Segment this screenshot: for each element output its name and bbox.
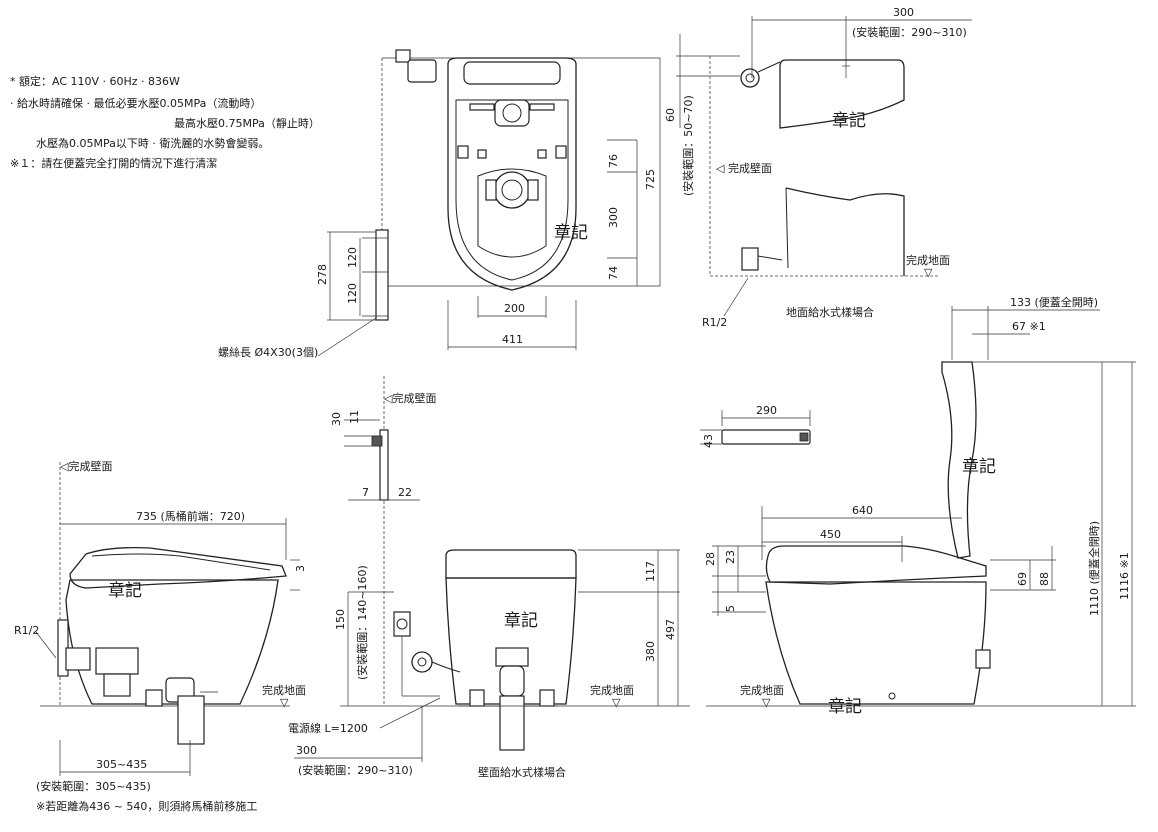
rs-dim-1116: 1116 ※1 xyxy=(1118,552,1131,600)
side-finished-wall: ◁完成壁面 xyxy=(60,459,112,473)
fs-install-range: (安裝範圍：290~310) xyxy=(852,25,967,39)
power-cord-label: 電源線 L=1200 xyxy=(288,721,368,735)
rs-dim-450: 450 xyxy=(820,528,841,541)
svg-text:▽: ▽ xyxy=(612,696,621,709)
remote-dim-22: 22 xyxy=(398,486,412,499)
front-dim-150: 150 xyxy=(334,609,347,630)
fs-finished-wall: ◁ 完成壁面 xyxy=(716,161,772,175)
screw-length-label: 螺絲長 Ø4X30(3個) xyxy=(218,345,318,359)
svg-text:▽: ▽ xyxy=(762,696,771,709)
side-view: ◁完成壁面 735 (馬桶前端：720) 3 章記 R1/2 完成地面 ▽ 30… xyxy=(14,459,307,813)
rs-dim-23: 23 xyxy=(724,550,737,564)
front-dim-380: 380 xyxy=(644,641,657,662)
dim-725: 725 xyxy=(644,169,657,190)
rs-dim-1110: 1110 (便蓋全開時) xyxy=(1087,521,1101,616)
svg-text:▽: ▽ xyxy=(280,696,289,709)
side-brand: 章記 xyxy=(108,581,142,601)
front-dim-117: 117 xyxy=(644,561,657,582)
dim-200: 200 xyxy=(504,302,525,315)
rs-dim-69: 69 xyxy=(1016,572,1029,586)
cleaning-note: ※１：請在便蓋完全打開的情況下進行清潔 xyxy=(10,157,218,170)
rs-dim-640: 640 xyxy=(852,504,873,517)
dim-120-upper: 120 xyxy=(346,247,359,268)
rs-dim-67: 67 ※1 xyxy=(1012,320,1046,333)
front-install-range-bottom: (安裝範圍：290~310) xyxy=(298,763,413,777)
fs-brand: 章記 xyxy=(832,111,866,131)
dim-76: 76 xyxy=(607,154,620,168)
dim-120-lower: 120 xyxy=(346,283,359,304)
side-dim-305-435: 305~435 xyxy=(96,758,147,771)
side-install-range: (安裝範圍：305~435) xyxy=(36,779,151,793)
front-finished-floor: 完成地面 xyxy=(590,683,634,697)
side-r-half: R1/2 xyxy=(14,624,39,637)
rs-dim-133: 133 (便蓋全開時) xyxy=(1010,295,1098,309)
ctrl-dim-290: 290 xyxy=(756,404,777,417)
side-dim-3: 3 xyxy=(294,565,307,572)
wall-supply-caption: 壁面給水式樣場合 xyxy=(478,765,566,779)
move-front-note: ※若距離為436 ~ 540，則須將馬桶前移施工 xyxy=(36,799,257,813)
side-finished-floor: 完成地面 xyxy=(262,683,306,697)
side-dim-735: 735 (馬桶前端：720) xyxy=(136,509,245,523)
dim-278: 278 xyxy=(316,264,329,285)
ctrl-dim-43: 43 xyxy=(702,434,715,448)
rs-dim-28: 28 xyxy=(704,552,717,566)
rs-dim-88: 88 xyxy=(1038,572,1051,586)
remote-finished-wall: ◁完成壁面 xyxy=(384,391,436,405)
fs-dim-60: 60 xyxy=(664,108,677,122)
top-view: 章記 76 300 74 725 200 411 278 120 120 螺絲長… xyxy=(218,49,661,359)
fs-finished-floor: 完成地面 xyxy=(906,253,950,267)
fs-r-half: R1/2 xyxy=(702,316,727,329)
front-view: 150 (安裝範圍：140~160) 章記 117 497 380 完成地面 ▽ xyxy=(288,549,690,779)
floor-supply-detail: 300 (安裝範圍：290~310) 60 (安裝範圍：50~70) 章記 ◁ … xyxy=(664,6,972,329)
front-dim-497: 497 xyxy=(664,619,677,640)
water-pressure-note: · 給水時請確保 · 最低必要水壓0.05MPa（流動時） xyxy=(10,97,262,110)
front-dim-300: 300 xyxy=(296,744,317,757)
dim-300: 300 xyxy=(607,207,620,228)
fs-dim-300: 300 xyxy=(893,6,914,19)
rs-brand-lid: 章記 xyxy=(962,457,996,477)
rs-dim-5: 5 xyxy=(724,605,737,612)
low-pressure-note: 水壓為0.05MPa以下時 · 衛洗麗的水勢會變弱。 xyxy=(36,137,270,150)
floor-supply-caption: 地面給水式樣場合 xyxy=(786,305,874,319)
right-side-view: 133 (便蓋全開時) 67 ※1 章記 章記 完成地面 ▽ 640 450 2… xyxy=(704,295,1136,717)
remote-dim-30: 30 xyxy=(330,412,343,426)
rs-finished-floor: 完成地面 xyxy=(740,683,784,697)
top-view-brand: 章記 xyxy=(554,223,588,243)
svg-text:▽: ▽ xyxy=(924,266,933,279)
remote-dim-11: 11 xyxy=(348,410,361,424)
fs-install-range-vertical: (安裝範圍：50~70) xyxy=(681,95,695,196)
front-brand: 章記 xyxy=(504,611,538,631)
rs-brand-bowl: 章記 xyxy=(828,697,862,717)
spec-rating-note: * 額定：AC 110V · 60Hz · 836W xyxy=(10,75,180,88)
remote-bracket: ◁完成壁面 30 11 7 22 xyxy=(330,376,436,706)
dim-411: 411 xyxy=(502,333,523,346)
control-panel: 290 43 xyxy=(700,404,811,448)
max-pressure-note: 最高水壓0.75MPa（靜止時） xyxy=(174,117,320,130)
dim-74: 74 xyxy=(607,266,620,280)
front-install-range: (安裝範圍：140~160) xyxy=(355,565,369,680)
remote-dim-7: 7 xyxy=(362,486,369,499)
